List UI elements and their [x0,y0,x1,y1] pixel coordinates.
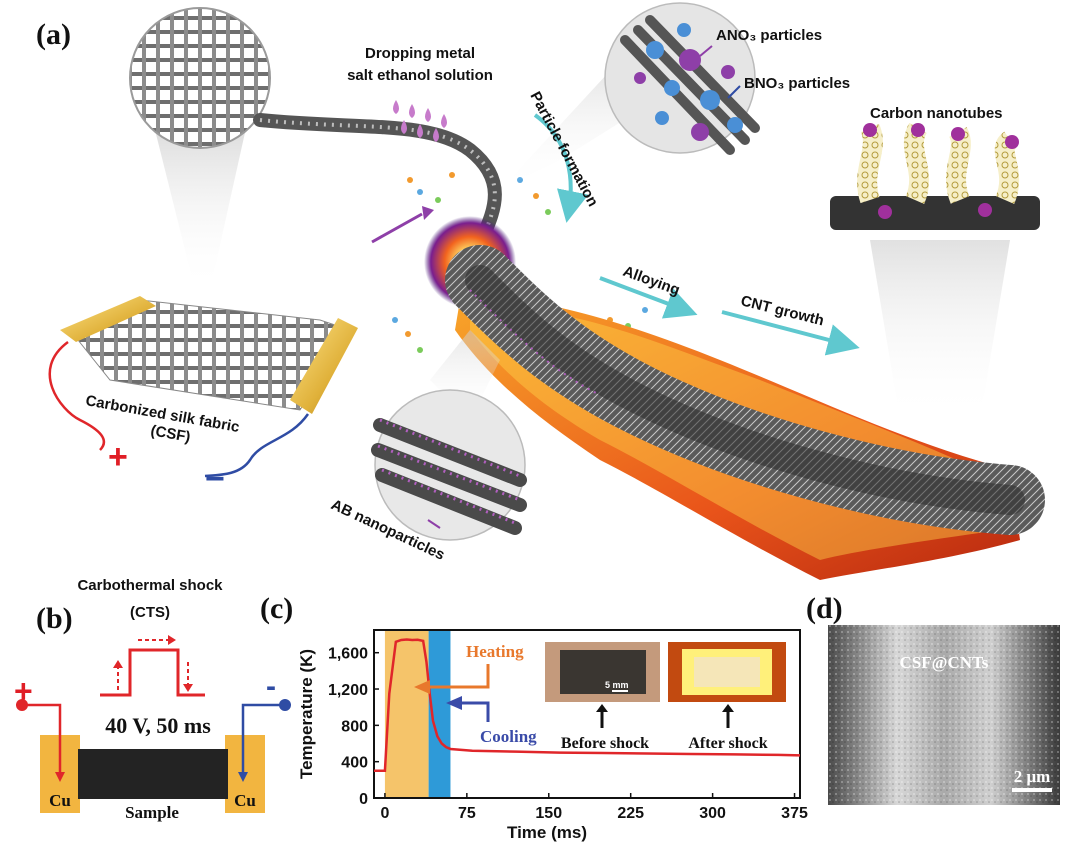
ano3-label: ANO₃ particles [716,27,822,44]
csf-label-line2: (CSF) [149,422,191,446]
minus-sign-a: − [205,460,225,498]
plus-sign-b: + [14,673,33,709]
dropping-label-line2: salt ethanol solution [347,67,493,84]
before-arrowhead [596,704,608,712]
particle-spheres [634,23,743,141]
ano3-pointer [699,45,713,57]
x-tick-5: 375 [781,805,808,822]
sem-sample-label: CSF@CNTs [900,653,989,672]
y-tick-3: 1,200 [328,682,368,699]
y-axis-label: Temperature (K) [297,649,316,779]
particle-formation-arrow [533,113,589,223]
sample-label: Sample [125,803,179,822]
x-tick-0: 0 [380,805,389,822]
beam-weave [150,110,250,290]
pulse-down-arrowhead [183,684,193,692]
solution-droplets [393,100,447,142]
ab-particle-dots [377,418,521,525]
electrode-right [290,318,358,414]
negative-lead-arrow [238,772,248,782]
cu-right-label: Cu [234,791,256,810]
cts-title-line1: Carbothermal shock [77,577,223,594]
wire-positive [48,340,106,451]
purple-arrow-shock [371,212,423,244]
plus-sign-a: + [108,438,128,476]
ab-closeup-fibers [371,418,527,535]
panel-d-label: (d) [806,592,843,625]
after-shock-label: After shock [688,735,767,752]
carbon-nanotubes-label: Carbon nanotubes [870,105,1003,122]
before-scale-label: 5 mm [605,680,629,690]
nanoparticle-dots [469,289,601,396]
y-tick-1: 400 [341,755,368,772]
cnt-growth-label: CNT growth [739,292,826,329]
sem-scale-label: 2 μm [1014,767,1051,786]
beam-particles [500,60,640,190]
panel-b-label: (b) [36,602,73,635]
wire-negative [204,413,310,478]
before-shock-label: Before shock [561,735,649,752]
x-axis-label: Time (ms) [507,823,587,842]
x-tick-3: 225 [617,805,644,822]
heating-label: Heating [466,642,524,661]
before-shock-sample [560,650,646,694]
y-tick-labels: 0 400 800 1,200 1,600 [328,646,379,808]
bno3-label: BNO₃ particles [744,75,850,92]
beam-cnt [870,240,1010,420]
bno3-pointer [727,85,741,99]
cu-left-label: Cu [49,791,71,810]
heating-arrowhead [414,680,430,694]
cooling-label: Cooling [480,727,537,746]
x-tick-2: 150 [535,805,562,822]
x-tick-labels: 0 75 150 225 300 375 [380,793,808,822]
temperature-curve [374,638,801,773]
electrode-left [60,296,156,342]
positive-lead [22,703,62,775]
cooling-arrow [460,701,490,722]
cooling-band [428,630,451,798]
sample-bar [78,749,228,799]
heating-arrow [428,664,490,689]
panel-a-label: (a) [36,18,71,51]
x-tick-4: 300 [699,805,726,822]
pulse-spec-label: 40 V, 50 ms [105,713,211,738]
cooling-arrowhead [446,696,462,710]
ab-closeup-circle [374,389,526,541]
temperature-chart: 0 400 800 1,200 1,600 0 75 150 225 300 375 Temper… [297,629,808,842]
nanotube-array [857,122,1020,219]
y-tick-2: 800 [341,718,368,735]
after-shock-core [694,657,760,687]
heating-band [384,630,429,798]
dropping-label-line1: Dropping metal [365,45,475,62]
fiber-core [465,265,1025,515]
alloying-label: Alloying [621,263,682,299]
negative-lead [241,703,285,775]
pulse-up-arrowhead [113,660,123,668]
pulse-waveform [100,648,205,697]
x-tick-1: 75 [458,805,476,822]
ab-pointer [427,519,441,529]
positive-lead-arrow [55,772,65,782]
panel-c-label: (c) [260,592,293,625]
plot-frame [373,629,801,799]
sem-texture [828,625,1060,805]
cts-title-line2: (CTS) [130,604,170,621]
purple-arrowhead [422,206,434,220]
cnt-growth-arrow [721,310,860,356]
y-tick-0: 0 [359,791,368,808]
after-arrowhead [722,704,734,712]
pulse-top-arrowhead [168,635,176,645]
y-tick-4: 1,600 [328,646,368,663]
minus-sign-b: - [266,670,276,703]
alloying-arrow [599,276,698,319]
weave-closeup-circle [129,7,271,149]
